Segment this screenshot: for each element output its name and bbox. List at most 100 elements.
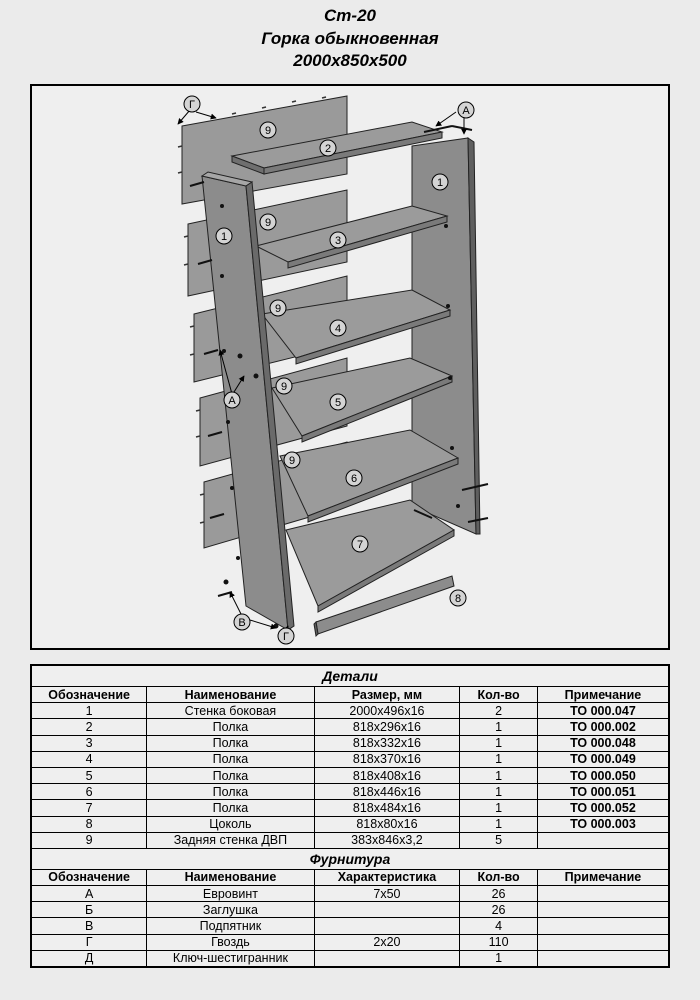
table-cell: 383x846x3,2 bbox=[313, 831, 461, 849]
svg-text:А: А bbox=[228, 395, 236, 407]
column-header: Обозначение bbox=[30, 868, 148, 887]
callout-9c: 9 bbox=[269, 299, 287, 317]
callout-8: 8 bbox=[449, 589, 467, 607]
table-cell: 1 bbox=[30, 702, 148, 720]
table-cell: Полка bbox=[146, 734, 315, 752]
table-cell: Полка bbox=[146, 799, 315, 817]
svg-text:9: 9 bbox=[275, 303, 281, 315]
table-cell: 4 bbox=[459, 917, 538, 935]
callout-1-right: 1 bbox=[431, 173, 449, 191]
table-cell: ТО 000.052 bbox=[536, 799, 670, 817]
table-cell: 818x80x16 bbox=[313, 815, 461, 833]
table-cell: 5 bbox=[30, 766, 148, 785]
svg-text:7: 7 bbox=[357, 539, 363, 551]
table-cell bbox=[536, 949, 670, 968]
callout-9b: 9 bbox=[259, 213, 277, 231]
callout-g-bottom: Г bbox=[277, 627, 295, 645]
svg-text:Г: Г bbox=[283, 631, 289, 643]
table-cell bbox=[313, 917, 461, 935]
callout-1-left: 1 bbox=[215, 227, 233, 245]
table-cell: В bbox=[30, 917, 148, 935]
fasteners bbox=[189, 125, 489, 597]
callout-9d: 9 bbox=[275, 377, 293, 395]
assembly-drawing: 9 9 9 9 9 2 3 4 5 6 7 8 1 1 Г А А В Г bbox=[177, 95, 489, 645]
table-cell: 1 bbox=[459, 799, 538, 817]
table-cell bbox=[313, 949, 461, 968]
table-cell: Полка bbox=[146, 783, 315, 801]
table-cell: 110 bbox=[459, 933, 538, 951]
table-cell: 1 bbox=[459, 750, 538, 768]
product-size: 2000x850x500 bbox=[293, 51, 407, 70]
table-cell: 7 bbox=[30, 799, 148, 817]
table-cell: ТО 000.003 bbox=[536, 815, 670, 833]
callout-5: 5 bbox=[329, 393, 347, 411]
svg-text:6: 6 bbox=[351, 473, 357, 485]
table-cell: Подпятник bbox=[146, 917, 315, 935]
table-cell: 26 bbox=[459, 885, 538, 903]
table-cell: Б bbox=[30, 901, 148, 919]
table-cell: 2x20 bbox=[313, 933, 461, 951]
table-cell: Полка bbox=[146, 766, 315, 785]
table-cell: Полка bbox=[146, 718, 315, 736]
table-cell: 1 bbox=[459, 783, 538, 801]
assembly-diagram: 9 9 9 9 9 2 3 4 5 6 7 8 1 1 Г А А В Г bbox=[30, 84, 670, 650]
table-cell bbox=[536, 901, 670, 919]
callout-a-left: А bbox=[223, 391, 241, 409]
callout-2: 2 bbox=[319, 139, 337, 157]
svg-text:9: 9 bbox=[289, 455, 295, 467]
column-header: Примечание bbox=[536, 685, 670, 704]
svg-text:9: 9 bbox=[265, 217, 271, 229]
details-section-title: Детали bbox=[30, 664, 670, 687]
callout-6: 6 bbox=[345, 469, 363, 487]
svg-text:9: 9 bbox=[281, 381, 287, 393]
callout-4: 4 bbox=[329, 319, 347, 337]
table-cell: 1 bbox=[459, 815, 538, 833]
table-cell: 6 bbox=[30, 783, 148, 801]
svg-text:3: 3 bbox=[335, 235, 341, 247]
table-cell bbox=[536, 885, 670, 903]
callout-a-top: А bbox=[457, 101, 475, 119]
table-cell: 818x484x16 bbox=[313, 799, 461, 817]
svg-text:Г: Г bbox=[189, 99, 195, 111]
table-cell: 4 bbox=[30, 750, 148, 768]
table-cell: Заглушка bbox=[146, 901, 315, 919]
table-cell: Полка bbox=[146, 750, 315, 768]
table-cell: ТО 000.047 bbox=[536, 702, 670, 720]
table-cell bbox=[536, 831, 670, 849]
table-cell: Ключ-шестигранник bbox=[146, 949, 315, 968]
table-cell: ТО 000.050 bbox=[536, 766, 670, 785]
table-cell: ТО 000.049 bbox=[536, 750, 670, 768]
table-cell: 1 bbox=[459, 949, 538, 968]
table-cell: 818x296x16 bbox=[313, 718, 461, 736]
table-cell: Задняя стенка ДВП bbox=[146, 831, 315, 849]
svg-text:5: 5 bbox=[335, 397, 341, 409]
table-cell: 818x446x16 bbox=[313, 783, 461, 801]
column-header: Характеристика bbox=[313, 868, 461, 887]
column-header: Кол-во bbox=[459, 868, 538, 887]
table-cell: ТО 000.051 bbox=[536, 783, 670, 801]
hardware-section-title: Фурнитура bbox=[30, 847, 670, 870]
table-cell: 5 bbox=[459, 831, 538, 849]
table-cell: 818x370x16 bbox=[313, 750, 461, 768]
table-cell: 9 bbox=[30, 831, 148, 849]
table-cell: 26 bbox=[459, 901, 538, 919]
table-cell: 1 bbox=[459, 718, 538, 736]
table-cell bbox=[536, 933, 670, 951]
svg-text:9: 9 bbox=[265, 125, 271, 137]
table-cell: 2 bbox=[459, 702, 538, 720]
table-cell: 2 bbox=[30, 718, 148, 736]
